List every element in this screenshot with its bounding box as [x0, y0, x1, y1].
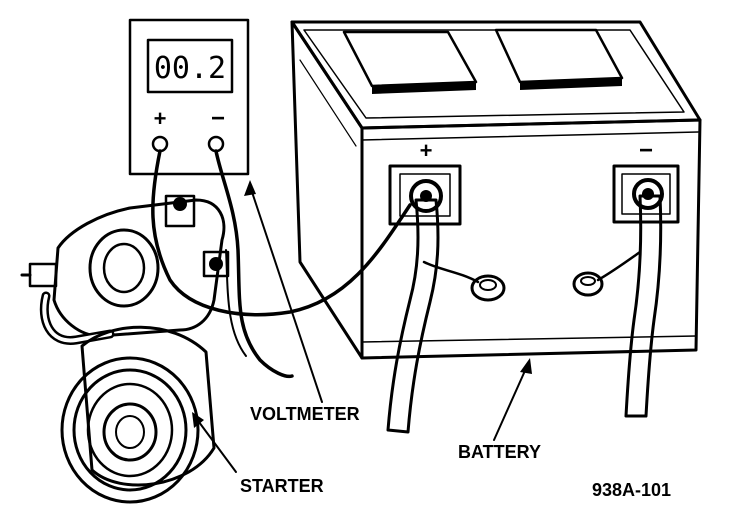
positive-clamp-bolt [409, 179, 443, 213]
voltmeter-leader [249, 185, 323, 403]
negative-terminal-plate [612, 164, 680, 224]
positive-terminal-plate [388, 164, 462, 226]
test-leads [151, 149, 412, 379]
battery-terminal-nut [202, 250, 230, 278]
voltmeter: 00.2 + − [128, 18, 250, 176]
voltmeter-positive-jack [151, 135, 169, 153]
battery-negative-sign: − [639, 137, 653, 164]
voltmeter-negative-jack [207, 135, 225, 153]
voltmeter-reading: 00.2 [154, 51, 226, 86]
starter-drive-pinion [102, 402, 158, 462]
negative-battery-cable [624, 194, 663, 418]
positive-battery-cable [386, 198, 440, 434]
battery: + − [290, 20, 702, 360]
starter-motor-body [80, 325, 216, 487]
voltmeter-body [128, 18, 250, 176]
starter-motor [20, 194, 230, 504]
negative-terminal-boot [572, 271, 604, 297]
starter-housing [52, 198, 226, 338]
solenoid-end [88, 228, 160, 308]
solenoid-terminal-post [164, 194, 196, 228]
voltmeter-display [146, 38, 234, 94]
figure-id: 938A-101 [592, 480, 671, 500]
negative-test-lead [214, 149, 294, 379]
battery-cables [386, 178, 664, 434]
starter-label: STARTER [240, 476, 324, 496]
starter-end-face [60, 356, 200, 504]
vent-cap-right [494, 28, 624, 84]
starter-leader [195, 417, 237, 473]
battery-positive-sign: + [420, 138, 433, 163]
label-leaders [192, 180, 532, 473]
mounting-bolt [28, 262, 58, 288]
voltmeter-label: VOLTMETER [250, 404, 360, 424]
voltmeter-negative-sign: − [211, 105, 225, 132]
negative-clamp-bolt [632, 178, 664, 210]
battery-label: BATTERY [458, 442, 541, 462]
positive-test-lead [151, 149, 412, 317]
battery-front [360, 118, 702, 360]
vent-cap-left [342, 30, 478, 88]
battery-leader [493, 363, 529, 441]
voltmeter-positive-sign: + [154, 106, 167, 131]
positive-terminal-boot [470, 274, 506, 302]
